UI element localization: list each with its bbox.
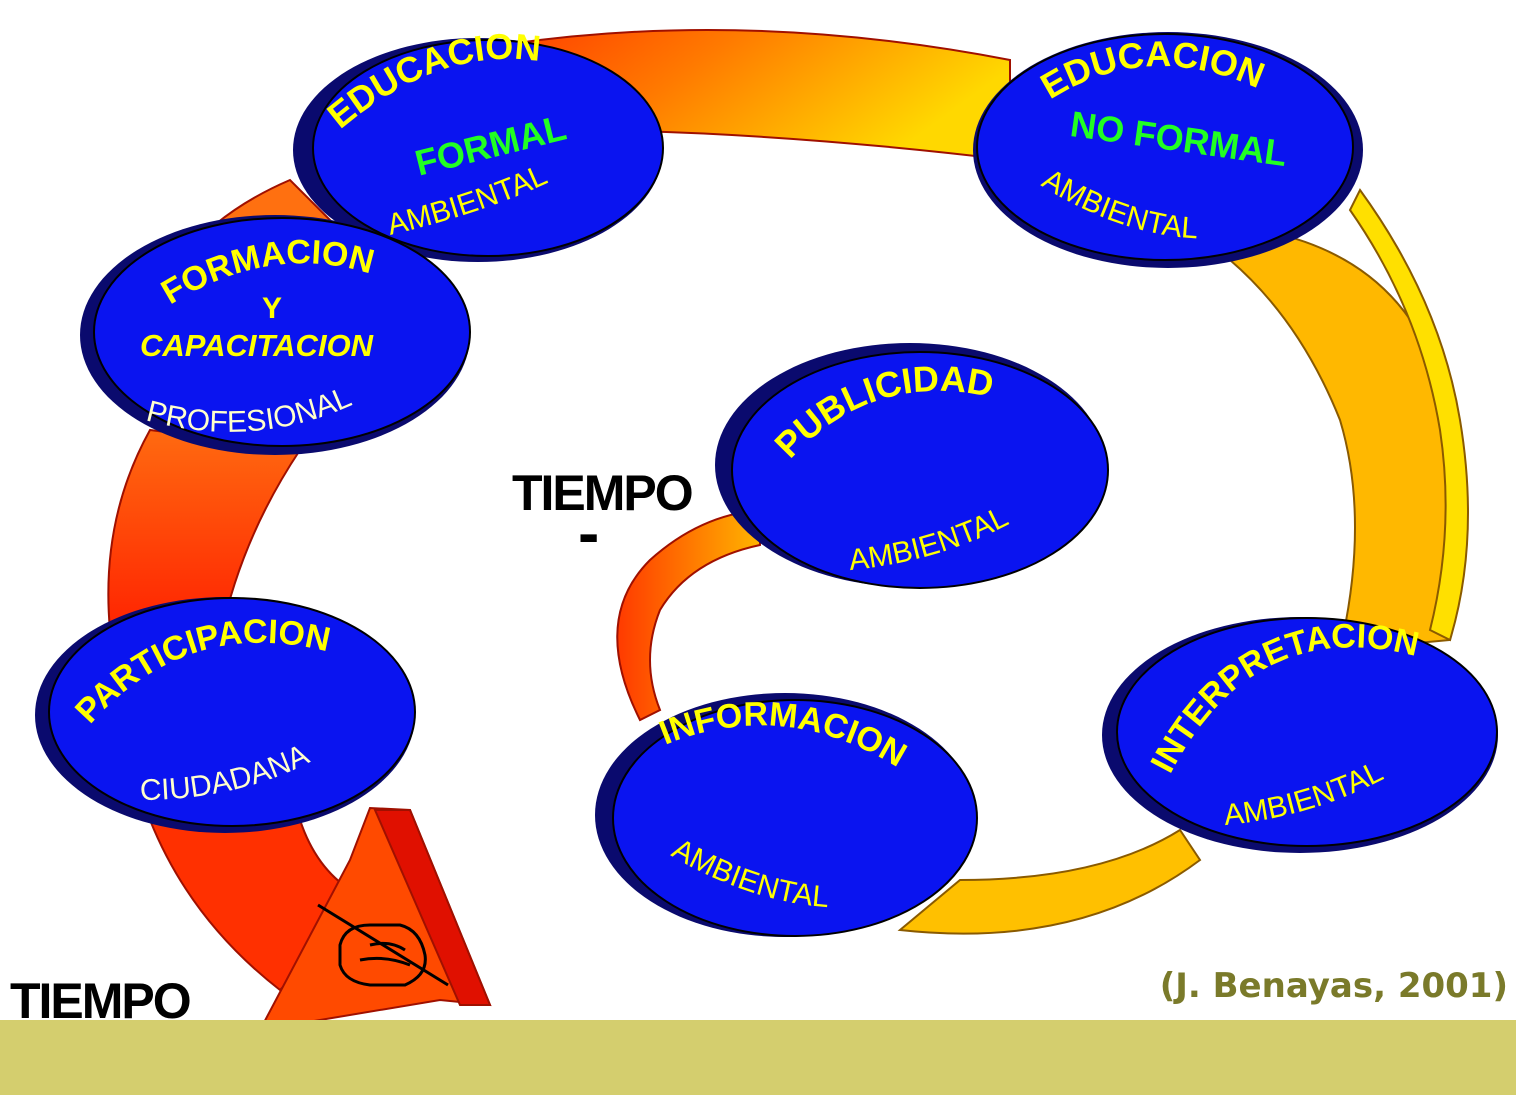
citation: (J. Benayas, 2001)	[1159, 966, 1508, 1006]
footer-bar	[0, 1020, 1516, 1095]
formacion-conjunction: Y	[262, 292, 282, 325]
node-participacion: PARTICIPACION CIUDADANA	[35, 597, 416, 833]
writing-hand-icon	[317, 903, 449, 987]
tiempo-less-label: TIEMPO	[512, 465, 692, 521]
node-informacion: INFORMACION AMBIENTAL	[595, 693, 978, 937]
node-educacion-no-formal: EDUCACION NO FORMAL AMBIENTAL	[973, 32, 1363, 268]
node-interpretacion: INTERPRETACION AMBIENTAL	[1102, 617, 1498, 853]
formacion-capacitacion: CAPACITACION	[140, 328, 374, 363]
tiempo-less-sign: -	[578, 497, 597, 569]
node-educacion-formal: EDUCACION FORMAL AMBIENTAL	[293, 25, 664, 262]
tiempo-more-label: TIEMPO	[10, 973, 190, 1029]
node-publicidad: PUBLICIDAD AMBIENTAL	[715, 343, 1109, 589]
node-formacion-capacitacion: FORMACION Y CAPACITACION PROFESIONAL	[80, 215, 471, 455]
